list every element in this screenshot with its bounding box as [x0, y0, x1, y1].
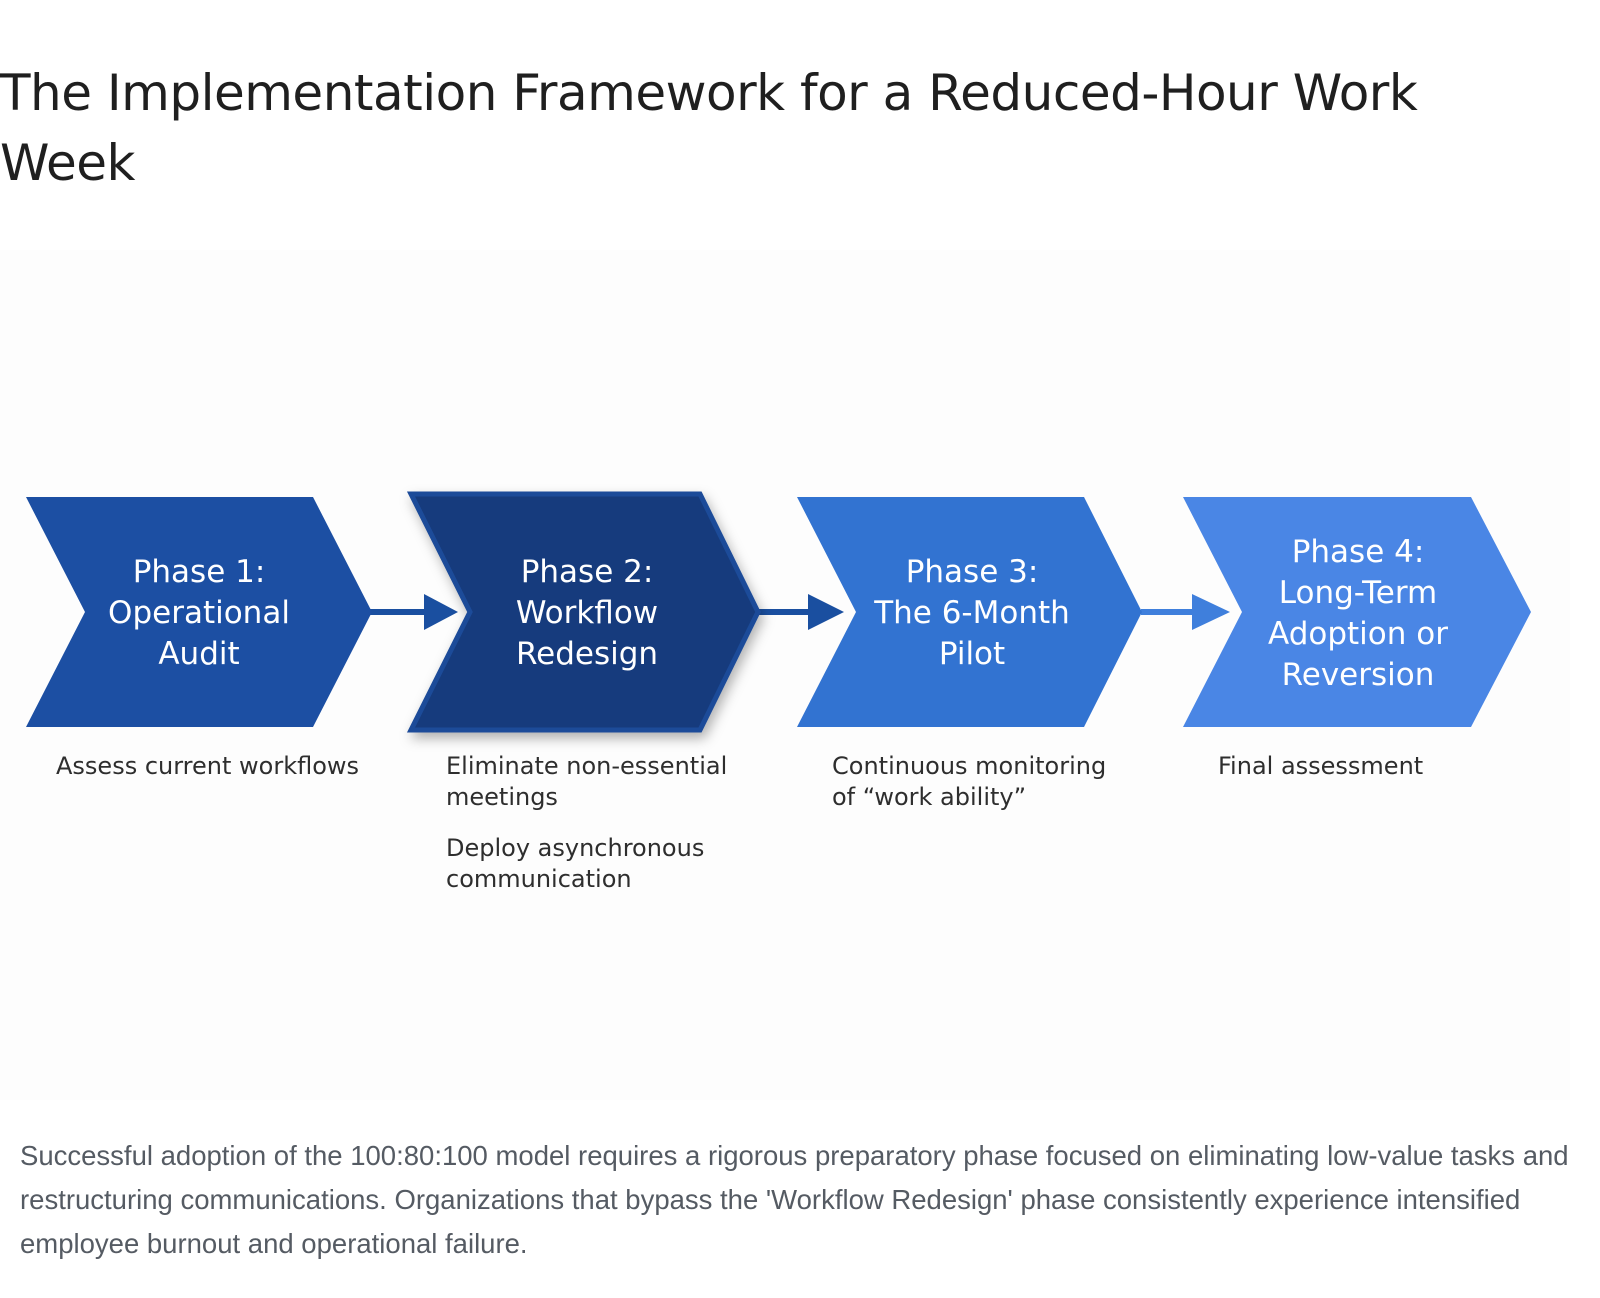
- phase-2-description-secondary: Deploy asynchronous communication: [446, 834, 705, 893]
- phase-3-description: Continuous monitoring of “work ability”: [832, 752, 1107, 811]
- process-flow-graphic: [26, 491, 1531, 733]
- connector-arrow-1-2: [370, 594, 458, 630]
- phase-1-chevron: [26, 497, 372, 727]
- process-diagram: Phase 1: Operational Audit Phase 2: Work…: [0, 250, 1570, 1100]
- phase-4-description: Final assessment: [1218, 752, 1424, 780]
- phase-3-chevron: [797, 497, 1142, 727]
- page-title: The Implementation Framework for a Reduc…: [0, 64, 1418, 192]
- phase-2-chevron: [406, 491, 761, 733]
- phase-3-title: Phase 3: The 6-Month Pilot: [874, 554, 1070, 672]
- figure-caption: Successful adoption of the 100:80:100 mo…: [20, 1140, 1569, 1259]
- phase-4-chevron: [1183, 497, 1531, 727]
- phase-1-title: Phase 1: Operational Audit: [108, 554, 290, 672]
- phase-1-description: Assess current workflows: [56, 752, 360, 780]
- connector-arrow-2-3: [758, 594, 844, 630]
- connector-arrow-3-4: [1141, 594, 1230, 630]
- phase-2-description: Eliminate non-essential meetings: [446, 752, 728, 811]
- phase-4-title: Phase 4: Long-Term Adoption or Reversion: [1268, 534, 1448, 693]
- phase-2-title: Phase 2: Workflow Redesign: [515, 554, 659, 672]
